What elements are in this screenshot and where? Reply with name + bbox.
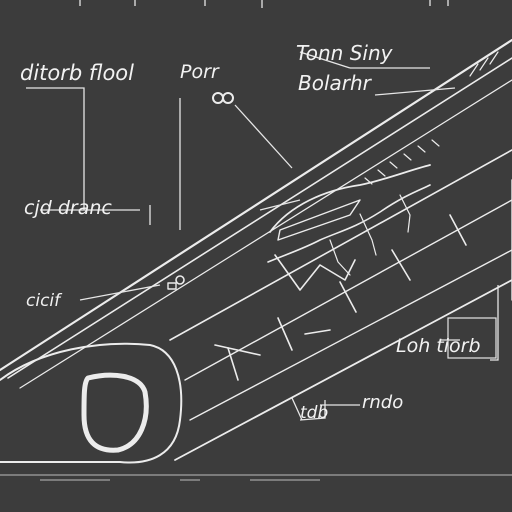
intake xyxy=(0,342,183,464)
label-top-right-1: Tonn Siny xyxy=(296,41,394,65)
hatch-detail xyxy=(364,51,499,185)
label-left-low: cicif xyxy=(26,291,63,311)
label-top-right-2: Bolarhr xyxy=(298,71,373,95)
wing-body xyxy=(0,38,512,461)
label-bottom-mid: tdb xyxy=(300,403,328,423)
label-bottom-right: rndo xyxy=(362,392,403,413)
label-left-mid: cjd dranc xyxy=(24,197,112,219)
leader-lines xyxy=(26,51,499,421)
panel-ticks xyxy=(214,214,467,381)
canopy xyxy=(267,164,431,291)
label-top-left: ditorb flool xyxy=(20,61,134,85)
label-right-mid: Loh tiorb xyxy=(396,335,481,357)
fittings xyxy=(167,92,234,290)
frame-ticks xyxy=(0,0,512,481)
label-top-mid: Porr xyxy=(180,61,220,83)
